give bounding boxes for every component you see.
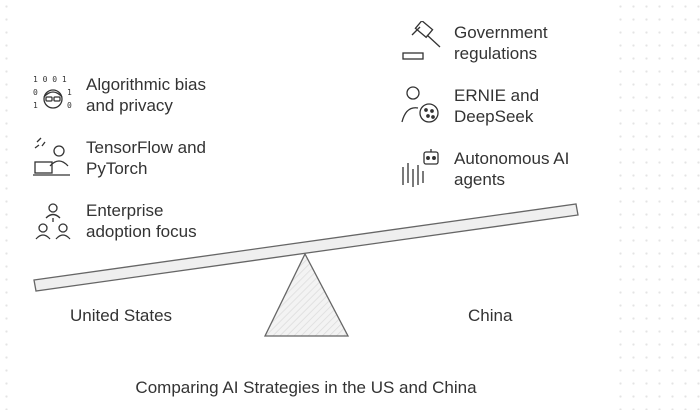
china-side-label: China (468, 306, 513, 325)
svg-text:1: 1 (33, 101, 38, 110)
us-item-label: Algorithmic bias and privacy (86, 75, 206, 115)
china-item-label: Government regulations (454, 23, 548, 63)
us-item-algorithmic-bias: 1 0 0 1 0 1 1 0 Algorithmic bias and pri… (32, 73, 236, 117)
balance-beam (33, 203, 579, 292)
background-dots-right (614, 0, 700, 410)
gavel-icon (400, 21, 444, 65)
team-hierarchy-icon (32, 199, 76, 243)
svg-text:0: 0 (67, 101, 72, 110)
svg-text:1: 1 (67, 88, 72, 97)
us-item-label: Enterprise adoption focus (86, 201, 197, 241)
svg-text:1 0 0 1: 1 0 0 1 (33, 75, 67, 84)
us-side-label: United States (70, 306, 173, 325)
background-dots-left (0, 0, 12, 410)
china-item-label: Autonomous AI agents (454, 149, 570, 189)
us-item-frameworks: TensorFlow and PyTorch (32, 136, 236, 180)
robot-icon (400, 147, 444, 191)
diagram-caption: Comparing AI Strategies in the US and Ch… (135, 378, 477, 397)
svg-text:0: 0 (33, 88, 38, 97)
china-item-regulations: Government regulations (400, 21, 604, 65)
us-item-label: TensorFlow and PyTorch (86, 138, 207, 178)
laptop-user-icon (32, 136, 76, 180)
china-item-models: ERNIE and DeepSeek (400, 84, 604, 128)
us-item-enterprise: Enterprise adoption focus (32, 199, 236, 243)
binary-face-icon: 1 0 0 1 0 1 1 0 (32, 73, 76, 117)
user-brain-icon (400, 84, 444, 128)
china-item-agents: Autonomous AI agents (400, 147, 604, 191)
fulcrum-triangle (263, 252, 350, 337)
china-item-label: ERNIE and DeepSeek (454, 86, 540, 126)
